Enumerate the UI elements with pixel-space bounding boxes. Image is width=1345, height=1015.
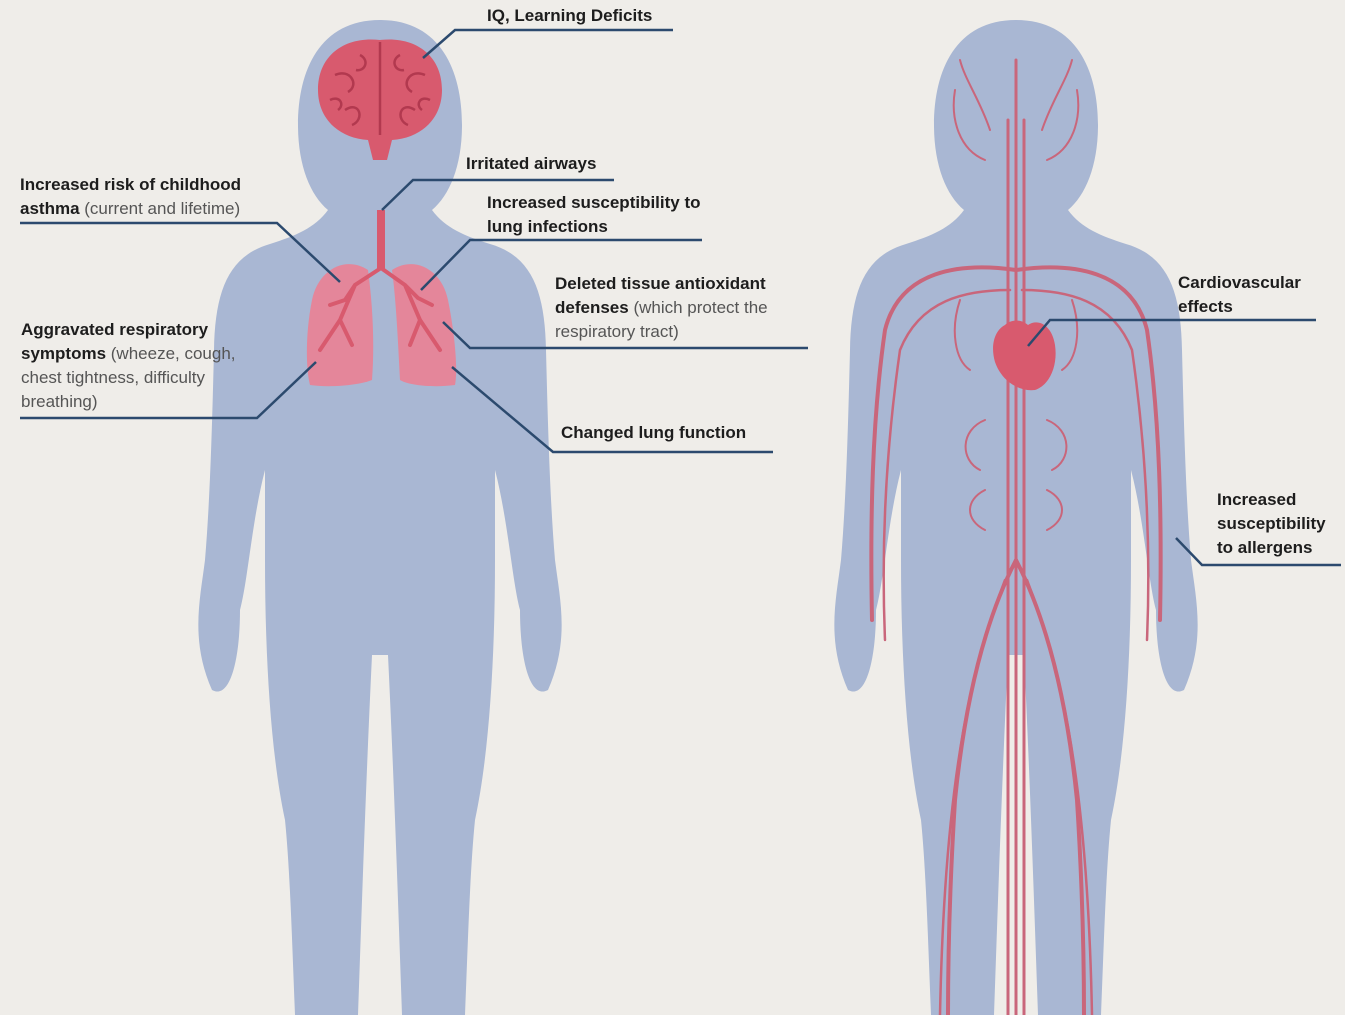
- callout-cardio-title: Cardiovascular effects: [1178, 273, 1301, 316]
- callout-airways: Irritated airways: [466, 152, 666, 176]
- callout-allergens: Increased susceptibility to allergens: [1217, 488, 1342, 560]
- callout-lung-function: Changed lung function: [561, 421, 801, 445]
- callout-airways-title: Irritated airways: [466, 154, 596, 173]
- iq-leader-line: [423, 30, 673, 58]
- callout-infections: Increased susceptibility to lung infecti…: [487, 191, 712, 239]
- callout-iq-title: IQ, Learning Deficits: [487, 6, 652, 25]
- callout-infections-title: Increased susceptibility to lung infecti…: [487, 193, 701, 236]
- callout-iq: IQ, Learning Deficits: [487, 4, 727, 28]
- callout-asthma-note: (current and lifetime): [84, 199, 240, 218]
- callout-lung-function-title: Changed lung function: [561, 423, 746, 442]
- callout-respiratory: Aggravated respiratory symptoms (wheeze,…: [21, 318, 241, 414]
- callout-allergens-title: Increased susceptibility to allergens: [1217, 490, 1326, 557]
- callout-cardio: Cardiovascular effects: [1178, 271, 1328, 319]
- callout-antioxidant: Deleted tissue antioxidant defenses (whi…: [555, 272, 807, 344]
- right-child-figure: [834, 20, 1197, 1015]
- callout-asthma: Increased risk of childhood asthma (curr…: [20, 173, 282, 221]
